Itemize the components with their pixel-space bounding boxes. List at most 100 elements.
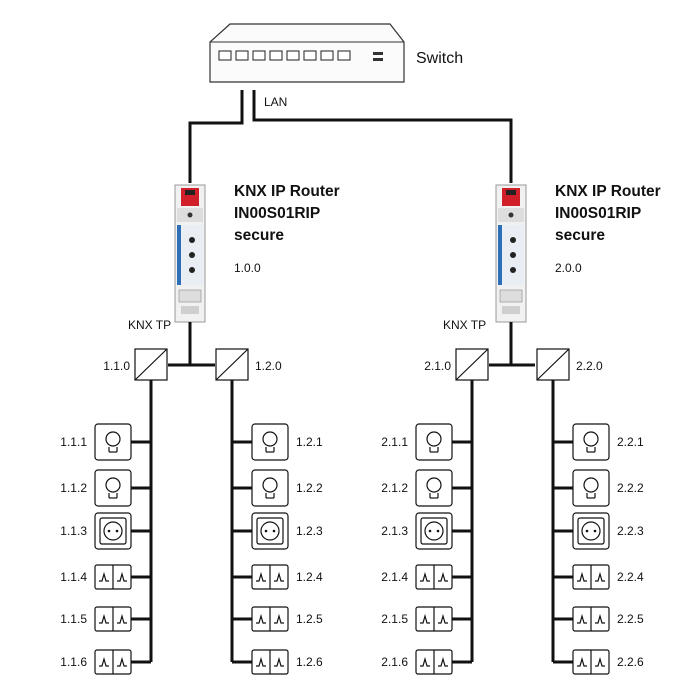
switch-port-icon: [320, 50, 334, 61]
knx-ip-router-2: KNX IP Router IN00S01RIP secure 2.0.0 KN…: [443, 183, 661, 332]
device-address: 1.1.2: [60, 481, 87, 495]
line-coupler-2-2-0: 2.2.0 2.2.1 2.2.2 2.2.3 2.2.4 2.2.5 2.2.6: [536, 348, 644, 675]
device-address: 2.1.1: [381, 435, 408, 449]
device-1-2-2: 1.2.2: [232, 469, 323, 507]
device-address: 2.1.4: [381, 570, 408, 584]
device-1-2-1: 1.2.1: [232, 423, 323, 461]
coupler-icon: [455, 348, 489, 381]
router-1-model: IN00S01RIP: [234, 205, 320, 222]
router-device-icon: [174, 184, 206, 323]
switch-ports: [218, 50, 351, 61]
device-1-1-6: 1.1.6: [60, 649, 151, 675]
coupler-label: 1.2.0: [255, 359, 282, 373]
socket-icon: [572, 512, 610, 550]
wall-switch-icon: [415, 649, 453, 675]
device-2-2-6: 2.2.6: [553, 649, 644, 675]
wall-switch-icon: [572, 606, 610, 632]
router-2-address: 2.0.0: [555, 261, 582, 275]
network-switch: [209, 23, 405, 83]
wall-switch-icon: [251, 564, 289, 590]
device-2-1-2: 2.1.2: [381, 469, 472, 507]
device-2-1-6: 2.1.6: [381, 649, 472, 675]
device-2-2-1: 2.2.1: [553, 423, 644, 461]
router-1-name: KNX IP Router: [234, 183, 340, 200]
device-address: 2.2.1: [617, 435, 644, 449]
switch-label: Switch: [416, 50, 463, 67]
device-address: 1.1.1: [60, 435, 87, 449]
coupler-label: 2.1.0: [424, 359, 451, 373]
bulb-icon: [572, 423, 610, 461]
line-coupler-1-1-0: 1.1.01.1.11.1.21.1.31.1.41.1.51.1.6: [60, 348, 168, 675]
device-1-2-5: 1.2.5: [232, 606, 323, 632]
device-1-1-1: 1.1.1: [60, 423, 151, 461]
device-1-1-4: 1.1.4: [60, 564, 151, 590]
device-2-1-5: 2.1.5: [381, 606, 472, 632]
device-2-2-3: 2.2.3: [553, 512, 644, 550]
device-address: 2.2.4: [617, 570, 644, 584]
device-1-1-3: 1.1.3: [60, 512, 151, 550]
coupler-icon: [215, 348, 249, 381]
router-1-address: 1.0.0: [234, 261, 261, 275]
coupler-label: 2.2.0: [576, 359, 603, 373]
socket-icon: [415, 512, 453, 550]
router-2-variant: secure: [555, 227, 605, 244]
wall-switch-icon: [415, 606, 453, 632]
device-address: 1.2.6: [296, 655, 323, 669]
device-address: 1.2.1: [296, 435, 323, 449]
tp-bus-lines: [168, 322, 535, 367]
wall-switch-icon: [94, 606, 132, 632]
device-1-2-4: 1.2.4: [232, 564, 323, 590]
bulb-icon: [94, 423, 132, 461]
switch-port-icon: [337, 50, 351, 61]
device-address: 1.2.3: [296, 524, 323, 538]
device-1-2-3: 1.2.3: [232, 512, 323, 550]
line-coupler-1-2-0: 1.2.0 1.2.1 1.2.2 1.2.3 1.2.4 1.2.5 1.2.6: [215, 348, 323, 675]
device-2-2-2: 2.2.2: [553, 469, 644, 507]
lan-label: LAN: [264, 95, 287, 109]
router-2-tp-label: KNX TP: [443, 318, 486, 332]
bulb-icon: [94, 469, 132, 507]
device-address: 2.1.6: [381, 655, 408, 669]
device-2-1-1: 2.1.1: [381, 423, 472, 461]
device-2-2-5: 2.2.5: [553, 606, 644, 632]
device-1-1-5: 1.1.5: [60, 606, 151, 632]
line-segments: 1.1.01.1.11.1.21.1.31.1.41.1.51.1.61.2.0…: [60, 348, 644, 675]
device-address: 2.2.5: [617, 612, 644, 626]
device-address: 1.1.4: [60, 570, 87, 584]
device-address: 1.1.3: [60, 524, 87, 538]
switch-port-icon: [235, 50, 249, 61]
router-1-tp-label: KNX TP: [128, 318, 171, 332]
device-address: 2.2.2: [617, 481, 644, 495]
router-device-icon: [495, 184, 527, 323]
device-1-2-6: 1.2.6: [232, 649, 323, 675]
device-address: 2.2.6: [617, 655, 644, 669]
switch-port-icon: [252, 50, 266, 61]
device-address: 1.1.6: [60, 655, 87, 669]
bulb-icon: [415, 469, 453, 507]
router-2-name: KNX IP Router: [555, 183, 661, 200]
router-1-variant: secure: [234, 227, 284, 244]
wall-switch-icon: [251, 606, 289, 632]
device-2-2-4: 2.2.4: [553, 564, 644, 590]
switch-port-icon: [218, 50, 232, 61]
device-address: 1.2.2: [296, 481, 323, 495]
line-coupler-2-1-0: 2.1.0 2.1.1 2.1.2 2.1.3 2.1.4 2.1.5 2.1.6: [381, 348, 489, 675]
wall-switch-icon: [94, 649, 132, 675]
wall-switch-icon: [572, 649, 610, 675]
bulb-icon: [415, 423, 453, 461]
coupler-icon: [536, 348, 570, 381]
wall-switch-icon: [572, 564, 610, 590]
device-address: 2.1.2: [381, 481, 408, 495]
switch-port-icon: [286, 50, 300, 61]
device-address: 2.1.5: [381, 612, 408, 626]
knx-ip-router-1: KNX IP Router IN00S01RIP secure 1.0.0 KN…: [128, 183, 340, 332]
wall-switch-icon: [94, 564, 132, 590]
coupler-icon: [134, 348, 168, 381]
bulb-icon: [251, 469, 289, 507]
device-address: 1.1.5: [60, 612, 87, 626]
device-address: 2.1.3: [381, 524, 408, 538]
router-2-model: IN00S01RIP: [555, 205, 641, 222]
bulb-icon: [251, 423, 289, 461]
device-1-1-2: 1.1.2: [60, 469, 151, 507]
